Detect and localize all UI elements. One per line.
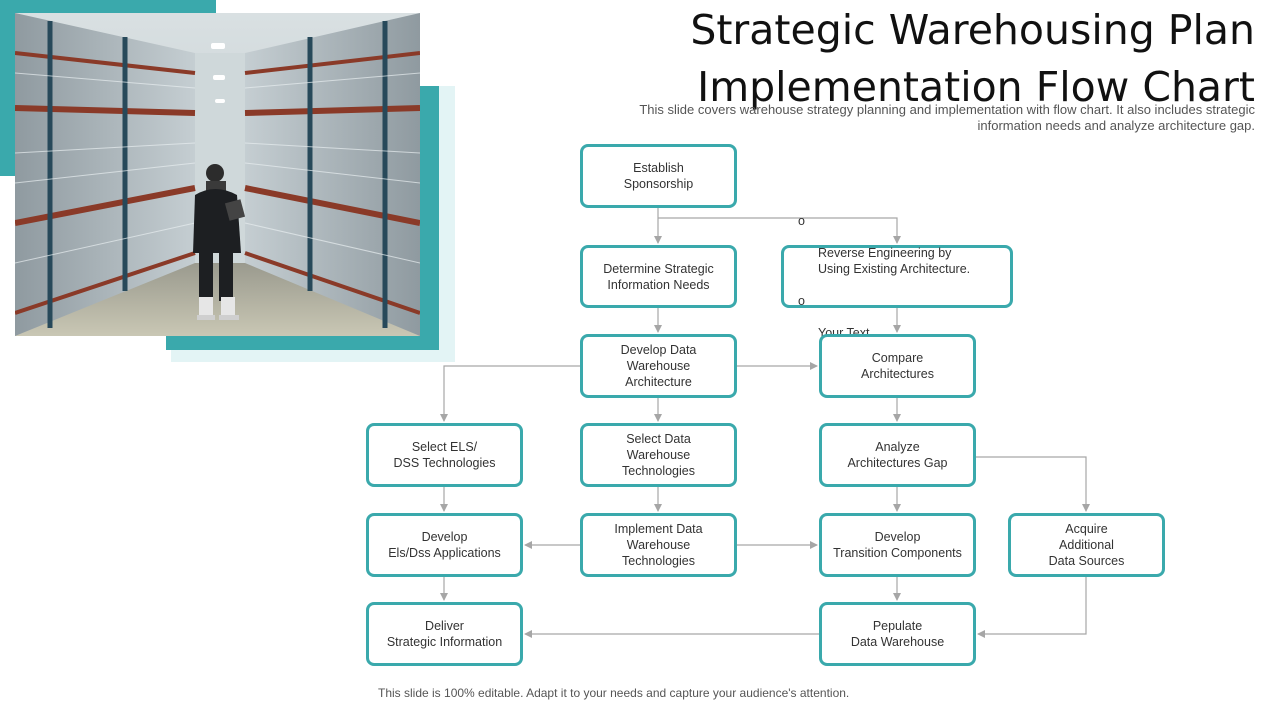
node-acquire-data-sources: Acquire Additional Data Sources: [1008, 513, 1165, 577]
node-establish-sponsorship: Establish Sponsorship: [580, 144, 737, 208]
list-item: o Reverse Engineering by Using Existing …: [798, 213, 970, 277]
worker-figure: [193, 164, 246, 320]
warehouse-photo-illustration: [15, 13, 420, 336]
node-select-els-dss: Select ELS/ DSS Technologies: [366, 423, 523, 487]
footer-note: This slide is 100% editable. Adapt it to…: [378, 686, 850, 700]
node-analyze-architectures-gap: Analyze Architectures Gap: [819, 423, 976, 487]
arrow-analyze-to-acquire: [975, 456, 1090, 512]
warehouse-aisle-worker-photo: [15, 13, 420, 336]
arrow-establish-to-reverse: [658, 217, 901, 244]
node-develop-dw-architecture: Develop Data Warehouse Architecture: [580, 334, 737, 398]
bullet-marker: o: [798, 293, 805, 308]
node-select-dw-technologies: Select Data Warehouse Technologies: [580, 423, 737, 487]
node-develop-els-dss-apps: Develop Els/Dss Applications: [366, 513, 523, 577]
node-implement-dw-technologies: Implement Data Warehouse Technologies: [580, 513, 737, 577]
bullet-marker: o: [798, 213, 805, 228]
node-determine-strategic-needs: Determine Strategic Information Needs: [580, 245, 737, 308]
arrow-acquire-to-populate: [977, 577, 1087, 638]
node-populate-data-warehouse: Pepulate Data Warehouse: [819, 602, 976, 666]
node-compare-architectures: Compare Architectures: [819, 334, 976, 398]
node-develop-transition-components: Develop Transition Components: [819, 513, 976, 577]
node-reverse-engineering: o Reverse Engineering by Using Existing …: [781, 214, 1013, 340]
node-deliver-strategic-information: Deliver Strategic Information: [366, 602, 523, 666]
page-subtitle: This slide covers warehouse strategy pla…: [639, 102, 1255, 133]
reverse-engineering-list: o Reverse Engineering by Using Existing …: [798, 197, 970, 357]
list-item-text: Reverse Engineering by Using Existing Ar…: [818, 245, 971, 276]
arrow-develop-arch-to-select-els: [440, 365, 580, 422]
page-title: Strategic Warehousing Plan Implementatio…: [690, 6, 1255, 111]
